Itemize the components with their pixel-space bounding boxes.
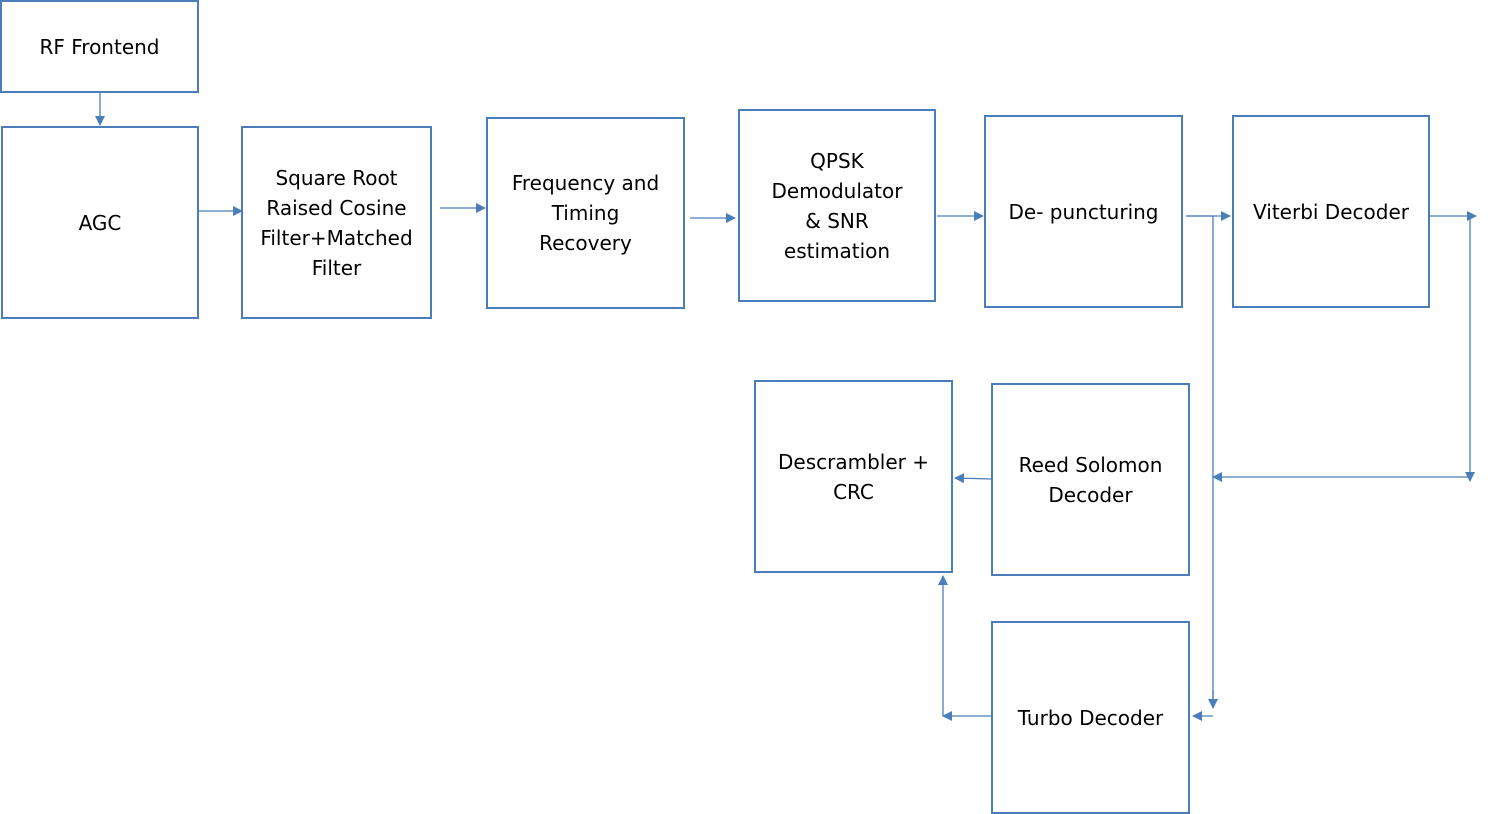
reed-solomon-block: Reed Solomon Decoder	[991, 383, 1190, 576]
turbo-decoder-block: Turbo Decoder	[991, 621, 1190, 814]
turbo-decoder-label: Turbo Decoder	[1017, 705, 1164, 730]
depuncturing-block: De- puncturing	[984, 115, 1183, 308]
frequency-timing-block: Frequency and Timing Recovery	[486, 117, 685, 309]
qpsk-demodulator-block: QPSK Demodulator & SNR estimation	[738, 109, 936, 302]
agc-label: AGC	[78, 210, 122, 235]
connector-reed-solomon-to-descrambler	[954, 473, 993, 484]
connector-depuncturing-to-turbo-branch	[1186, 215, 1214, 708]
rf-frontend-label: RF Frontend	[39, 34, 160, 59]
descrambler-crc-block: Descrambler + CRC	[754, 380, 953, 573]
viterbi-decoder-block: Viterbi Decoder	[1232, 115, 1430, 308]
depuncturing-label: De- puncturing	[1008, 199, 1159, 224]
viterbi-decoder-label: Viterbi Decoder	[1253, 199, 1409, 224]
qpsk-demodulator-label: QPSK Demodulator & SNR estimation	[771, 148, 903, 263]
srrc-filter-block: Square Root Raised Cosine Filter+Matched…	[241, 126, 432, 319]
reed-solomon-label: Reed Solomon Decoder	[1018, 452, 1163, 507]
frequency-timing-label: Frequency and Timing Recovery	[511, 171, 660, 255]
srrc-filter-label: Square Root Raised Cosine Filter+Matched…	[260, 165, 413, 280]
rf-frontend-block: RF Frontend	[0, 0, 199, 93]
descrambler-crc-label: Descrambler + CRC	[778, 449, 929, 504]
agc-block: AGC	[1, 126, 199, 319]
